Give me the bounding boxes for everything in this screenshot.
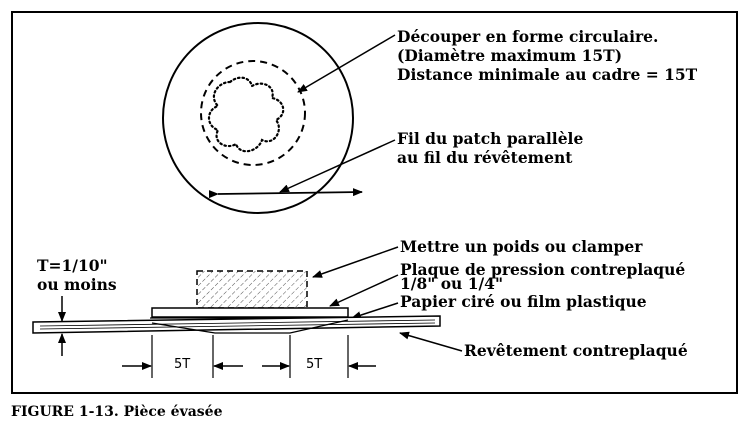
- wax-leader: [351, 302, 399, 320]
- skin-lam2: [39, 322, 436, 330]
- thickness-line-2: ou moins: [37, 275, 117, 294]
- weight-leader: [312, 246, 399, 278]
- wax-paper-label: Papier ciré ou film plastique: [400, 292, 647, 311]
- weight-label: Mettre un poids ou clamper: [400, 237, 643, 256]
- figure-frame: [11, 11, 738, 394]
- pressure-plate: [151, 307, 349, 318]
- scarf-taper: [151, 319, 349, 334]
- plate-leader: [329, 274, 399, 307]
- skin-lam1: [39, 319, 436, 327]
- dim-label-left: 5T: [174, 357, 191, 372]
- thickness-line-1: T=1/10": [37, 256, 108, 275]
- cut-line-2: (Diamètre maximum 15T): [397, 46, 623, 65]
- cut-leader: [297, 34, 396, 93]
- skin-leader: [399, 331, 463, 352]
- weight-block: [196, 270, 308, 309]
- skin-upper: [32, 315, 441, 334]
- plate-line-2: 1/8" ou 1/4": [400, 274, 504, 293]
- grain-leader: [279, 139, 396, 193]
- grain-line-1: Fil du patch parallèle: [397, 129, 584, 148]
- cut-line-1: Découper en forme circulaire.: [397, 27, 659, 46]
- patch-outer-circle: [162, 22, 354, 214]
- figure-caption: FIGURE 1-13. Pièce évasée: [11, 404, 223, 420]
- grain-arrow: [208, 188, 363, 199]
- plate-line-1: Plaque de pression contreplaqué: [400, 260, 686, 279]
- skin-label: Revêtement contreplaqué: [464, 341, 688, 360]
- dim-label-right: 5T: [306, 357, 323, 372]
- grain-line-2: au fil du révêtement: [397, 148, 573, 167]
- cut-line-3: Distance minimale au cadre = 15T: [397, 65, 698, 84]
- damage-outline: [207, 76, 285, 153]
- cut-dashed-circle: [200, 60, 306, 166]
